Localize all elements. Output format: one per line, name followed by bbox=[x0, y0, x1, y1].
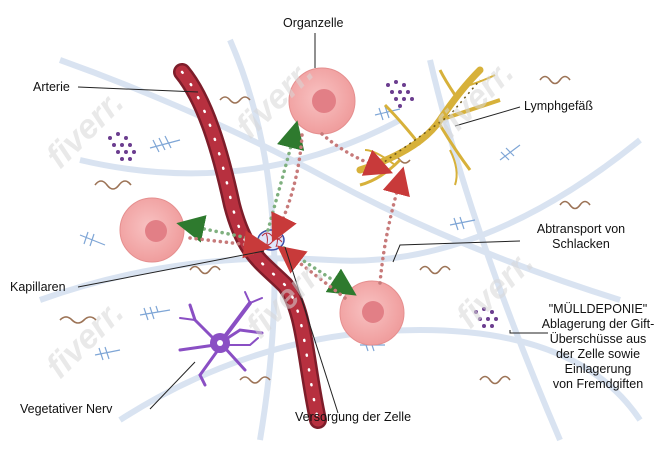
label-muelldeponie: "MÜLLDEPONIE" Ablagerung der Gift- Übers… bbox=[535, 302, 661, 392]
label-abtransport-line2: Schlacken bbox=[552, 237, 610, 251]
leader-lines bbox=[77, 33, 548, 414]
label-kapillaren: Kapillaren bbox=[10, 280, 66, 294]
capillary-cluster bbox=[257, 229, 285, 251]
organ-cell-left bbox=[119, 197, 185, 263]
label-muelldeponie-line2: Ablagerung der Gift- bbox=[541, 317, 655, 331]
toxin-cluster-top bbox=[386, 80, 414, 108]
label-abtransport-line1: Abtransport von bbox=[536, 222, 626, 236]
toxin-cluster-left bbox=[108, 132, 136, 161]
watermark-text-5: fiverr. bbox=[239, 253, 331, 345]
label-organzelle: Organzelle bbox=[283, 16, 344, 30]
label-muelldeponie-line1: "MÜLLDEPONIE" bbox=[548, 302, 648, 316]
label-muelldeponie-line3: Überschüsse aus bbox=[549, 332, 647, 346]
label-muelldeponie-line6: von Fremdgiften bbox=[552, 377, 644, 391]
watermark-layer: fiverr. fiverr. fiverr. fiverr. fiverr. … bbox=[39, 53, 541, 385]
label-abtransport: Abtransport von Schlacken bbox=[522, 222, 640, 252]
label-vegetativer-nerv: Vegetativer Nerv bbox=[20, 402, 113, 416]
watermark-text-4: fiverr. bbox=[39, 293, 131, 385]
connective-fibers bbox=[38, 38, 643, 442]
extracellular-ferns bbox=[79, 105, 521, 361]
waste-arrows bbox=[188, 132, 410, 300]
label-muelldeponie-line5: Einlagerung bbox=[564, 362, 632, 376]
label-lymphgefaess: Lymphgefäß bbox=[524, 99, 594, 113]
label-muelldeponie-line4: der Zelle sowie bbox=[555, 347, 641, 361]
label-versorgung: Versorgung der Zelle bbox=[295, 410, 412, 424]
nerve-cell bbox=[178, 291, 264, 387]
toxin-cluster-deposit bbox=[474, 307, 498, 328]
organ-cell-top bbox=[288, 67, 356, 135]
label-arterie: Arterie bbox=[33, 80, 70, 94]
organ-cell-bottom bbox=[339, 280, 405, 346]
collagen-squiggles bbox=[59, 75, 591, 385]
